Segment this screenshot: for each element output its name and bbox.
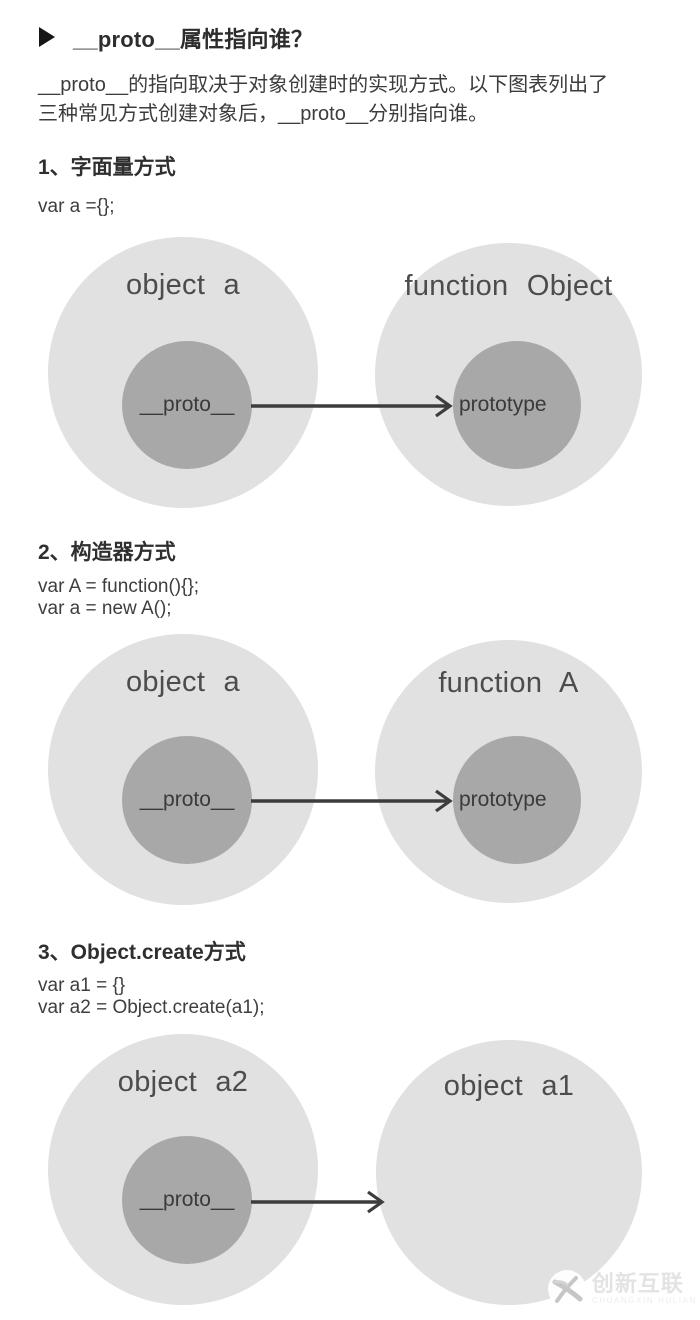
intro-line: __proto__的指向取决于对象创建时的实现方式。以下图表列出了 <box>38 74 609 96</box>
watermark-subtitle: CHUANGXIN HULIAN <box>591 1296 697 1305</box>
diagram-3-right-circle-title: object a1 <box>443 1070 575 1102</box>
diagram-3-right-outer-circle: object a1 <box>376 1040 642 1305</box>
watermark: 创新互联 CHUANGXIN HULIAN <box>547 1266 697 1312</box>
section-2-code-line: var a = new A(); <box>38 598 172 619</box>
diagram-2-right-circle-title: function A <box>438 667 579 699</box>
watermark-name: 创新互联 <box>591 1271 684 1296</box>
diagram-1-left-circle-title: object a <box>126 269 240 301</box>
section-1-heading: 1、字面量方式 <box>38 156 176 179</box>
section-3-code-line: var a1 = {} <box>38 975 126 996</box>
watermark-logo-icon <box>547 1270 586 1308</box>
section-3-code-line: var a2 = Object.create(a1); <box>38 997 265 1018</box>
diagram-1-right-circle-title: function Object <box>404 270 613 302</box>
page-title: __proto__属性指向谁？ <box>73 27 314 52</box>
diagram-1-proto-circle: __proto__ <box>122 341 252 469</box>
diagram-3-proto-circle: __proto__ <box>122 1136 252 1264</box>
proto-arrow-icon <box>251 789 453 813</box>
intro-line: 三种常见方式创建对象后，__proto__分别指向谁。 <box>38 103 489 125</box>
diagram-2-prototype-circle: prototype <box>453 736 581 864</box>
section-2-code-line: var A = function(){}; <box>38 576 200 597</box>
proto-arrow-icon <box>251 394 453 418</box>
bullet-triangle-icon <box>39 27 55 47</box>
proto-arrow-icon <box>251 1190 385 1214</box>
section-1-code-line: var a ={}; <box>38 196 115 217</box>
section-2-heading: 2、构造器方式 <box>38 541 176 564</box>
diagram-2-proto-circle: __proto__ <box>122 736 252 864</box>
diagram-2-left-circle-title: object a <box>126 666 240 698</box>
diagram-3-left-circle-title: object a2 <box>117 1066 249 1098</box>
section-3-heading: 3、Object.create方式 <box>38 941 246 964</box>
diagram-1-prototype-circle: prototype <box>453 341 581 469</box>
intro-paragraph: __proto__的指向取决于对象创建时的实现方式。以下图表列出了 三种常见方式… <box>38 71 678 129</box>
